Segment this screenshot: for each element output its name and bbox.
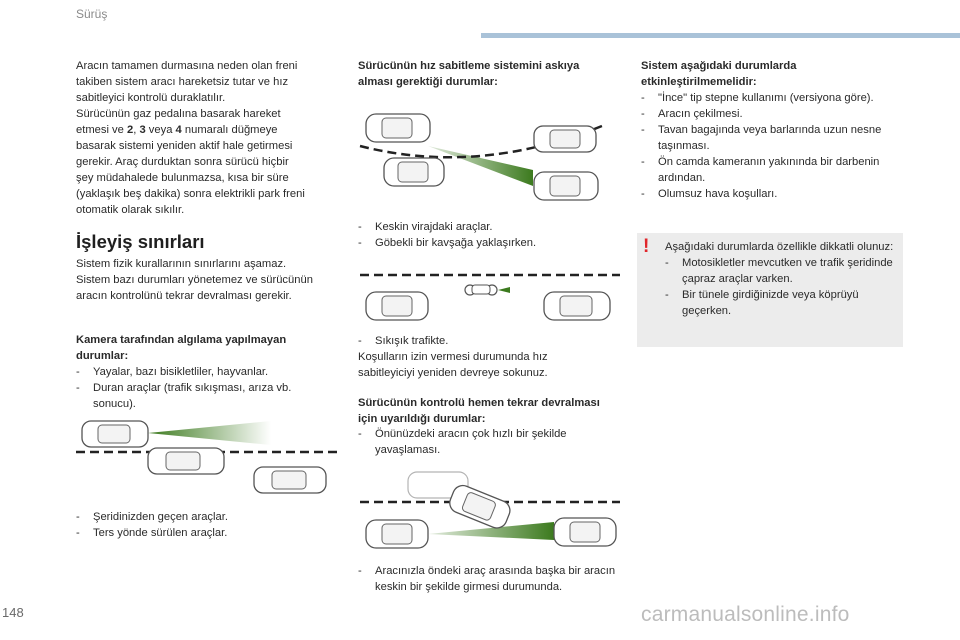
car-icon [365, 113, 431, 143]
list-item: Aracınızla öndeki araç arasında başka bi… [358, 563, 620, 595]
list-item: "İnce" tip stepne kullanımı (versiyona g… [641, 90, 909, 106]
car-icon [383, 157, 445, 187]
header-accent-bar [481, 33, 960, 38]
list-item: Ters yönde sürülen araçlar. [76, 525, 326, 541]
list-item: Keskin virajdaki araçlar. [358, 219, 626, 235]
intro-line: (yaklaşık beş dakika) sonra elektrikli p… [76, 188, 305, 200]
car-icon [533, 125, 597, 153]
intro-line: basarak sistemi yeniden aktif hale getir… [76, 140, 293, 152]
camera-subtitle: Kamera tarafından algılama yapılmayan du… [76, 334, 287, 362]
camera-beam [428, 522, 554, 540]
car-icon [365, 519, 429, 549]
section-title-limits: İşleyiş sınırları [76, 231, 205, 252]
deactivate-list: "İnce" tip stepne kullanımı (versiyona g… [641, 90, 909, 202]
page-number: 148 [2, 605, 24, 620]
deactivate-subtitle: Sistem aşağıdaki durumlarda etkinleştiri… [641, 60, 797, 88]
list-item: Aracın çekilmesi. [641, 106, 909, 122]
list-item: Tavan bagajında veya barlarında uzun nes… [641, 122, 909, 154]
car-icon [449, 484, 511, 529]
intro-line: Aracın tamamen durmasına neden olan fren… [76, 60, 298, 72]
warning-intro: Aşağıdaki durumlarda özellikle dikkatli … [665, 241, 894, 253]
list-item: Bir tünele girdiğinizde veya köprüyü geç… [665, 287, 897, 319]
car-icon [533, 171, 599, 201]
intro-line: gerekir. Araç durduktan sonra sürücü hiç… [76, 156, 289, 168]
warning-content: Aşağıdaki durumlarda özellikle dikkatli … [665, 239, 897, 319]
resume-paragraph: Koşulların izin vermesi durumunda hız sa… [358, 351, 548, 379]
takeover-list: Önünüzdeki aracın çok hızlı bir şekilde … [358, 426, 620, 458]
list-item: Olumsuz hava koşulları. [641, 186, 909, 202]
limits-paragraph: Sistem fizik kurallarının sınırlarını aş… [76, 258, 313, 302]
suspend-subtitle: Sürücünün hız sabitleme sistemini askıya… [358, 60, 580, 88]
jam-illustration [360, 273, 620, 321]
cutin-list: Aracınızla öndeki araç arasında başka bi… [358, 563, 620, 595]
warning-list: Motosikletler mevcutken ve trafik şeridi… [665, 255, 897, 319]
takeover-subtitle: Sürücünün kontrolü hemen tekrar devralma… [358, 397, 600, 425]
car-icon [365, 291, 429, 321]
car-icon [553, 517, 617, 547]
list-item: Göbekli bir kavşağa yaklaşırken. [358, 235, 626, 251]
intro-line: takiben sistem aracı hareketsiz tutar ve… [76, 76, 289, 88]
car-icon [543, 291, 611, 321]
intro-line-buttons: etmesi ve 2, 3 veya 4 numaralı düğmeye [76, 124, 278, 136]
watermark: carmanualsonline.info [641, 603, 850, 626]
camera-beam [148, 421, 271, 445]
list-item: Motosikletler mevcutken ve trafik şeridi… [665, 255, 897, 287]
camera-list: Yayalar, bazı bisikletliler, hayvanlar. … [76, 364, 326, 412]
camera-beam [428, 146, 533, 186]
intro-line: Sürücünün gaz pedalına basarak hareket [76, 108, 281, 120]
list-item: Şeridinizden geçen araçlar. [76, 509, 326, 525]
intro-line: otomatik olarak sıkılır. [76, 204, 185, 216]
list-item: Sıkışık trafikte. [358, 333, 626, 349]
list-item: Ön camda kameranın yakınında bir darbeni… [641, 154, 909, 186]
car-icon [81, 420, 149, 448]
car-icon [253, 466, 327, 494]
list-item: Yayalar, bazı bisikletliler, hayvanlar. [76, 364, 326, 380]
car-icon [147, 447, 225, 475]
list-item: Duran araçlar (trafik sıkışması, arıza v… [76, 380, 326, 412]
cutin-illustration [360, 471, 620, 549]
arrow-icon [498, 287, 510, 293]
motorcycle-icon [464, 284, 498, 296]
lane-list: Şeridinizden geçen araçlar. Ters yönde s… [76, 509, 326, 541]
jam-list: Sıkışık trafikte. [358, 333, 626, 349]
intro-line: sabitleyici kontrolü duraklatılır. [76, 92, 226, 104]
section-header: Sürüş [76, 7, 108, 21]
exclamation-icon: ! [643, 236, 650, 257]
curve-illustration [359, 113, 603, 201]
lane-illustration [76, 420, 338, 494]
intro-line: şey müdahalede bulunmazsa, kısa bir süre [76, 172, 289, 184]
curve-list: Keskin virajdaki araçlar. Göbekli bir ka… [358, 219, 626, 251]
list-item: Önünüzdeki aracın çok hızlı bir şekilde … [358, 426, 620, 458]
intro-paragraph: Aracın tamamen durmasına neden olan fren… [76, 58, 344, 218]
